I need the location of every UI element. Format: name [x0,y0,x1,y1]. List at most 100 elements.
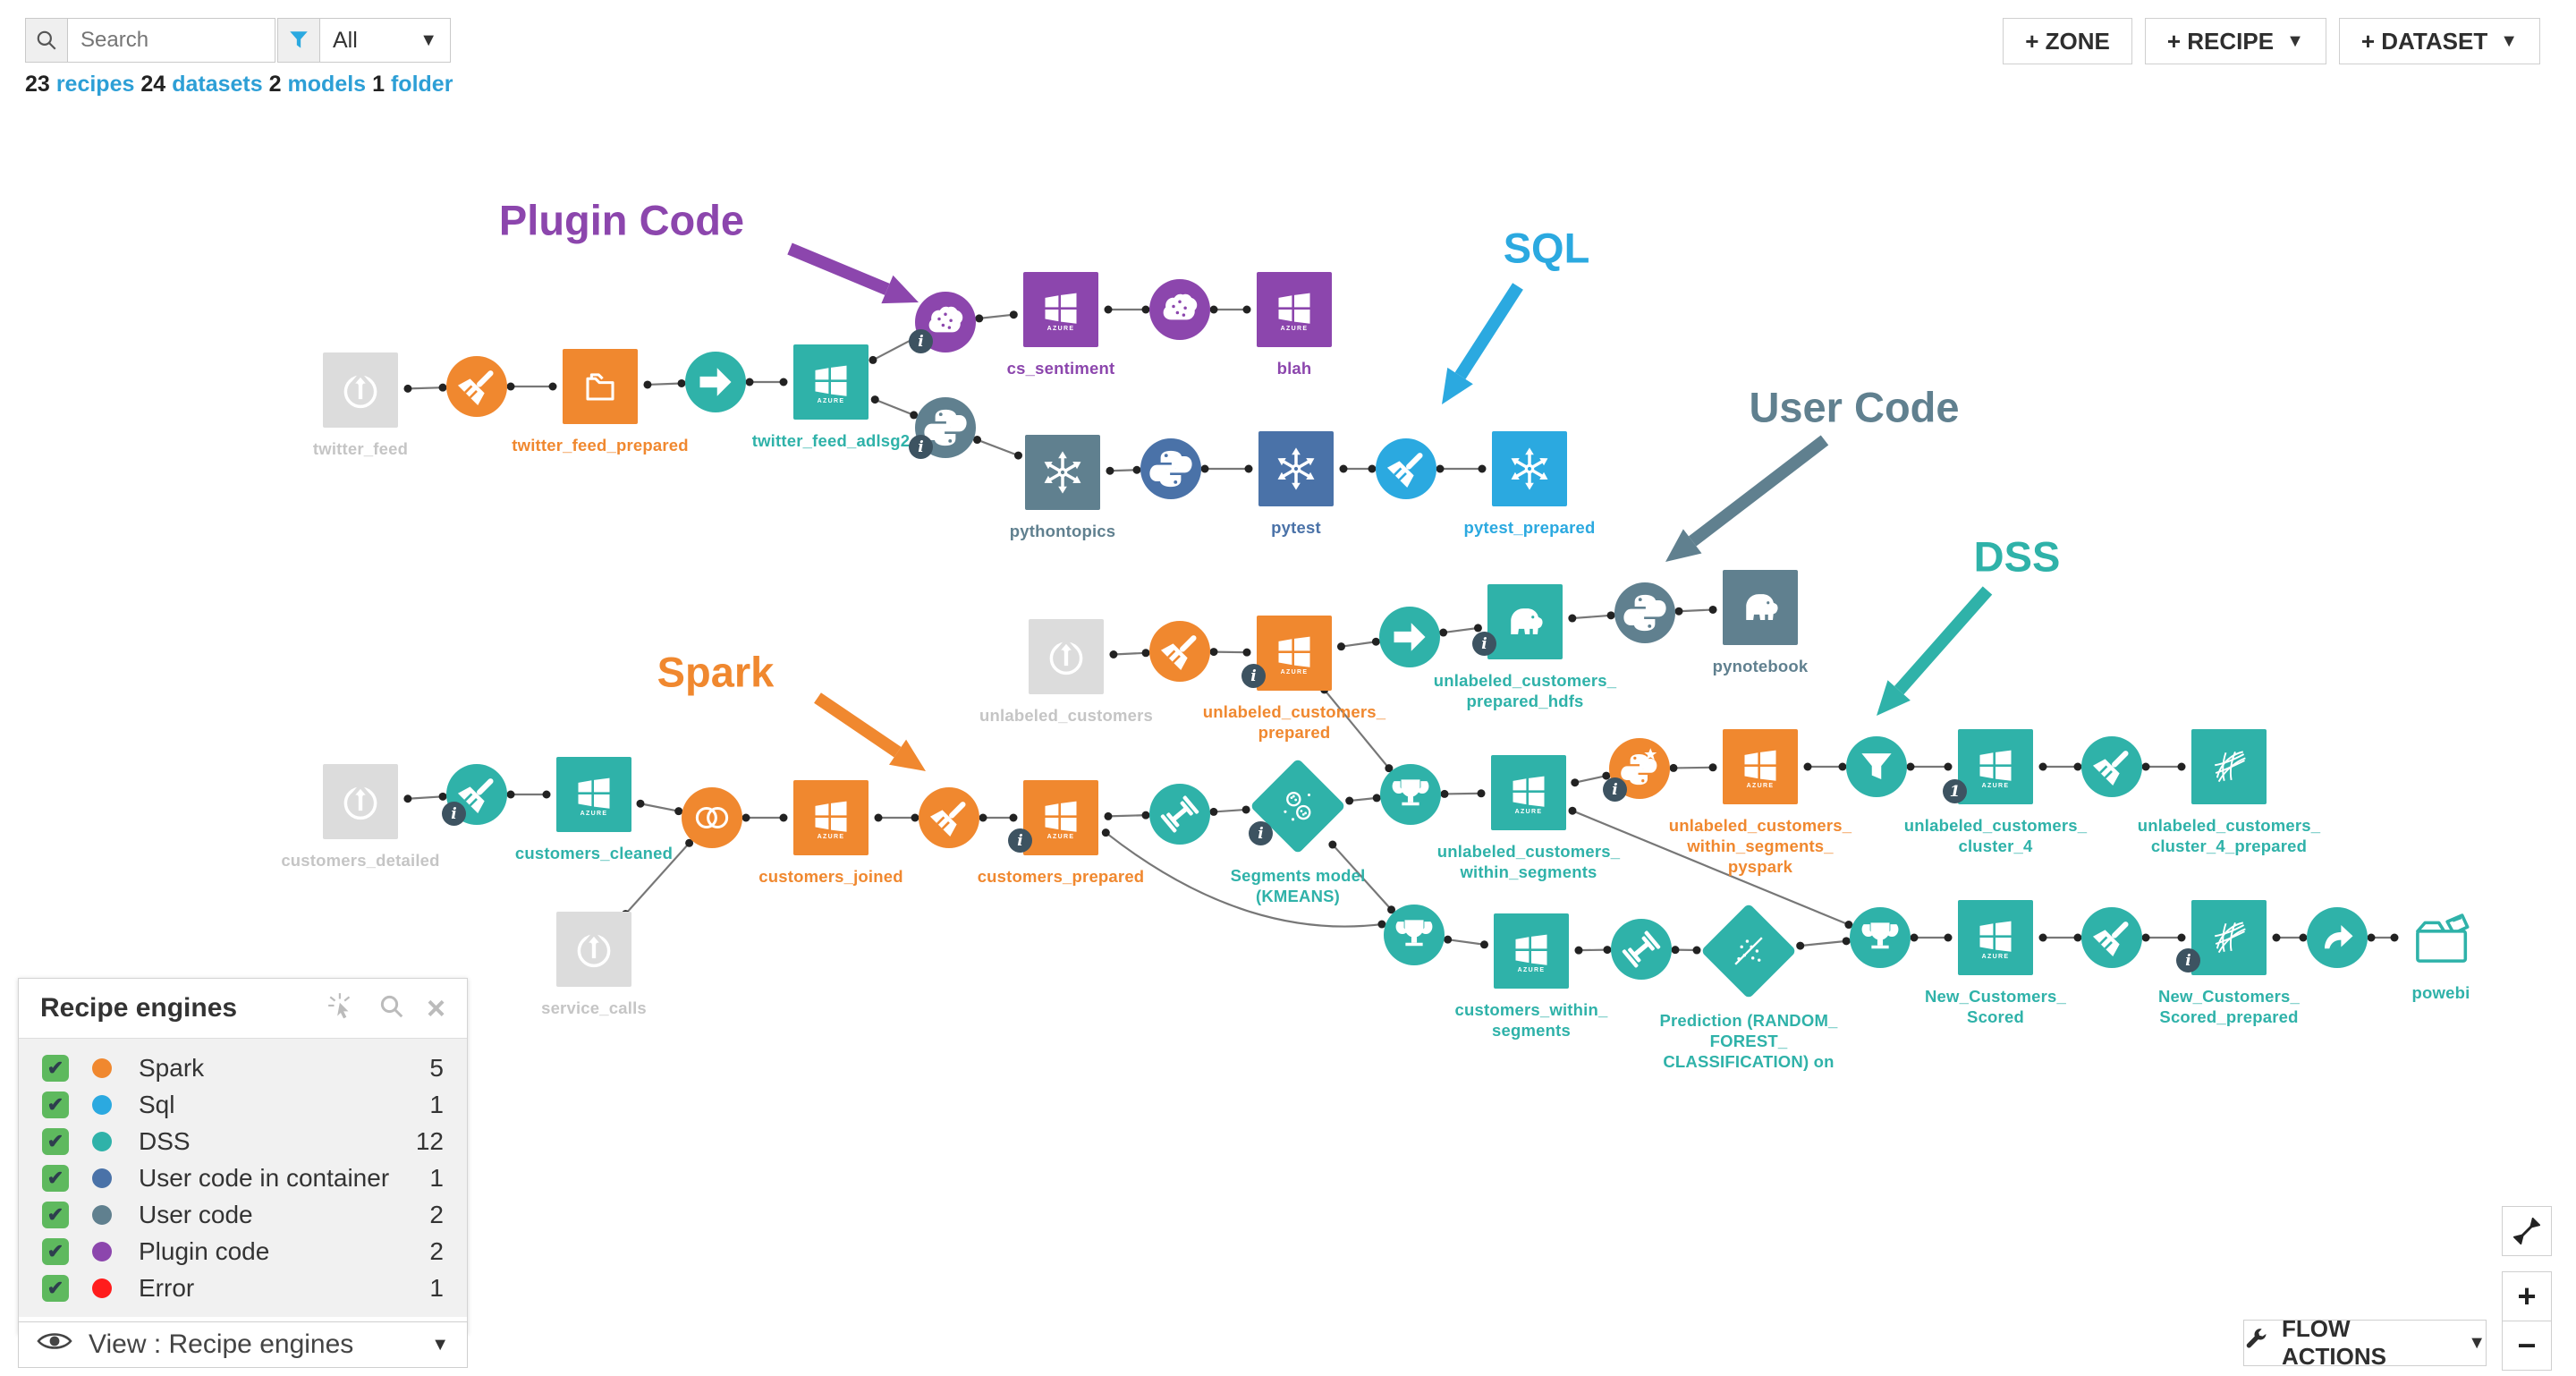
zoom-in-label: + [2517,1278,2537,1314]
dataset-blah[interactable]: AZURE [1257,272,1332,347]
count-link-datasets[interactable]: datasets [172,72,263,97]
trophy-icon [1395,920,1433,947]
sqlserver-icon [2215,922,2246,954]
legend-checkbox[interactable]: ✔ [42,1274,69,1302]
recipe-engines-header: Recipe engines × [19,979,467,1038]
dataset-twitter_feed[interactable] [323,352,398,428]
add-zone-button[interactable]: + ZONE [2003,18,2132,64]
sync-icon [699,368,732,396]
search-input[interactable] [68,18,275,63]
dataset-customers_cleaned[interactable]: AZURE [556,757,631,832]
legend-checkbox[interactable]: ✔ [42,1164,69,1192]
dataset-twitter_feed_adlsg2[interactable]: AZURE [793,344,869,420]
dataset-service_calls[interactable] [556,912,631,987]
dumbbell-icon [1160,795,1199,833]
recipe-python-2[interactable] [1614,582,1675,643]
recipe-python-container[interactable] [1140,438,1201,499]
flow-actions-button[interactable]: FLOW ACTIONS ▼ [2243,1315,2487,1370]
recipe-prepare-spark-2[interactable] [1149,621,1210,682]
recipe-export[interactable] [2307,907,2368,968]
dataset-unlabeled_customers_cluster_4_prepared[interactable] [2191,729,2267,804]
dataset-new_customers_scored_prepared[interactable] [2191,900,2267,975]
filter-select[interactable]: All ▼ [320,18,451,63]
recipe-score-3[interactable] [1850,907,1911,968]
chevron-down-icon: ▼ [2286,30,2304,51]
recipe-join[interactable] [682,787,742,848]
python-icon [924,409,967,446]
engine-color-dot [92,1168,112,1188]
recipe-prepare-dss-3[interactable] [2081,907,2142,968]
count-link-folder[interactable]: folder [390,72,453,97]
add-dataset-button[interactable]: + DATASET▼ [2338,18,2540,64]
dataset-unlabeled_customers_cluster_4[interactable]: AZURE [1958,729,2033,804]
pbifolder-icon [2416,913,2470,963]
count-link-recipes[interactable]: recipes [55,72,135,97]
recipe-prepare-sql[interactable] [1376,438,1436,499]
dataset-pythontopics[interactable] [1025,435,1100,510]
panel-title: Recipe engines [40,993,238,1023]
recipe-train-rf[interactable] [1611,919,1672,980]
legend-checkbox[interactable]: ✔ [42,1054,69,1082]
dataset-customers_cleaned-label: customers_cleaned [514,844,674,862]
dataset-unlabeled_customers_within_segments_pyspark[interactable]: AZURE [1723,729,1798,804]
add-recipe-button[interactable]: + RECIPE▼ [2144,18,2326,64]
info-badge: i [1249,821,1273,845]
recipe-score-1[interactable] [1380,764,1441,825]
close-icon[interactable]: × [426,990,445,1026]
dataset-unlabeled_customers_within_segments[interactable]: AZURE [1491,755,1566,830]
dataset-customers_within_segments[interactable]: AZURE [1494,913,1569,989]
pointer-sparkle-icon[interactable] [326,991,357,1026]
dataset-new_customers_scored[interactable]: AZURE [1958,900,2033,975]
dataset-unlabeled_customers[interactable] [1029,619,1104,694]
upload-icon [577,931,611,968]
model-prediction-rf[interactable] [1700,903,1797,999]
azure-icon: AZURE [1979,750,2012,789]
dataset-twitter_feed_prepared[interactable] [563,349,638,424]
info-badge: i [1008,828,1032,853]
dataset-unlabeled_customers_prepared_hdfs[interactable] [1487,584,1563,659]
view-selector[interactable]: View : Recipe engines ▼ [18,1321,468,1368]
search-bar [25,18,275,63]
recipe-sync-1[interactable] [685,352,746,412]
recipe-prepare-spark-3[interactable] [919,787,979,848]
legend-checkbox[interactable]: ✔ [42,1237,69,1265]
recipe-prepare-dss-2[interactable] [2081,736,2142,797]
legend-label: Sql [139,1090,175,1118]
folder-powebi[interactable] [2402,904,2479,972]
dataset-cs_sentiment[interactable]: AZURE [1023,272,1098,347]
recipe-score-2[interactable] [1384,905,1445,965]
folder-pynotebook[interactable] [1723,570,1798,645]
dataset-customers_prepared[interactable]: AZURE [1023,780,1098,855]
recipe-filter-dss[interactable] [1846,736,1907,797]
dataset-twitter_feed_prepared-label: twitter_feed_prepared [512,436,689,454]
dataset-pytest_prepared[interactable] [1492,431,1567,506]
legend-checkbox[interactable]: ✔ [42,1127,69,1155]
fit-to-screen-button[interactable] [2502,1206,2552,1256]
dataset-customers_joined[interactable]: AZURE [793,780,869,855]
zoom-in-button[interactable]: + [2502,1271,2552,1321]
recipe-train-kmeans[interactable] [1149,784,1210,845]
legend-checkbox[interactable]: ✔ [42,1201,69,1228]
recipe-prepare-spark-1[interactable] [446,356,507,417]
recipe-plugin-2[interactable] [1149,279,1210,340]
dataset-unlabeled_customers_cluster_4_prepared-label: unlabeled_customers_cluster_4_prepared [2137,816,2321,855]
dataset-pytest[interactable] [1258,431,1334,506]
dataset-customers_detailed[interactable] [323,764,398,839]
model-segments-kmeans[interactable] [1250,758,1346,854]
zoom-out-label: − [2517,1327,2537,1363]
dataset-unlabeled_customers_prepared[interactable]: AZURE [1257,616,1332,691]
panel-search-icon[interactable] [378,993,405,1024]
legend-checkbox[interactable]: ✔ [42,1091,69,1118]
recipe-sync-2[interactable] [1379,607,1440,667]
count-link-models[interactable]: models [287,72,367,97]
zoom-out-button[interactable]: − [2502,1321,2552,1371]
